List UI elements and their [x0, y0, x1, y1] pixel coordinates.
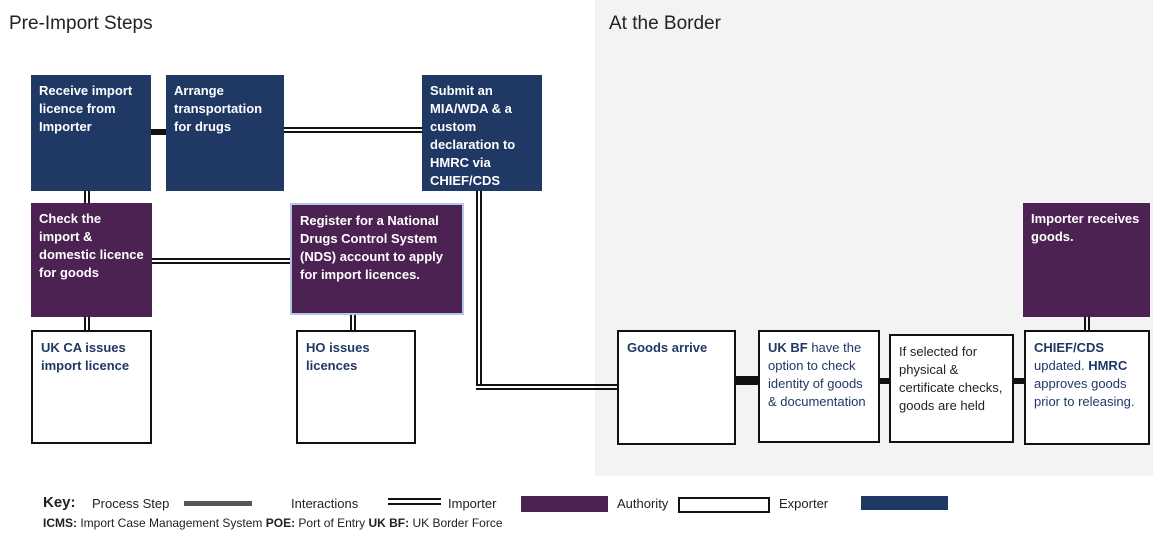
pre-import-heading: Pre-Import Steps [9, 13, 153, 34]
key-process-step: Process Step [92, 496, 170, 511]
interaction-check-register [152, 258, 290, 264]
node-ho-issues: HO issues licences [296, 330, 416, 444]
ukbf-rest: have the option to check identity of goo… [768, 340, 866, 409]
chief-bold-2: HMRC [1088, 358, 1128, 373]
interaction-submit-down [476, 190, 482, 386]
chief-bold-1: CHIEF/CDS [1034, 340, 1105, 355]
node-arrange-transport: Arrange transportation for drugs [166, 75, 284, 191]
key-importer: Importer [448, 496, 497, 511]
interaction-receives-chief [1084, 317, 1090, 330]
step-connector-ukbf-selected [880, 378, 889, 384]
node-chief-updated: CHIEF/CDS updated. HMRC approves goods p… [1024, 330, 1150, 445]
key-authority-swatch [678, 497, 770, 513]
step-connector-receive-arrange [151, 129, 166, 135]
key-process-swatch [184, 501, 252, 506]
node-register-nds: Register for a National Drugs Control Sy… [290, 203, 464, 315]
key-title: Key: [43, 494, 76, 511]
selected-text: If selected for physical & certificate c… [899, 344, 1003, 413]
interaction-arrange-submit [284, 127, 422, 133]
node-goods-arrive: Goods arrive [617, 330, 736, 445]
node-receive-licence: Receive import licence from Importer [31, 75, 151, 191]
abbreviations-line: ICMS: Import Case Management System POE:… [43, 516, 503, 530]
key-interactions: Interactions [291, 496, 359, 511]
ukbf-bold: UK BF [768, 340, 808, 355]
interaction-check-ukca [84, 317, 90, 330]
node-ukbf-option: UK BF have the option to check identity … [758, 330, 880, 443]
key-importer-swatch [521, 496, 608, 512]
interaction-register-ho [350, 315, 356, 330]
chief-rest-2: approves goods prior to releasing. [1034, 376, 1135, 409]
key-authority: Authority [617, 496, 669, 511]
key-exporter-swatch [861, 496, 948, 510]
step-connector-arrive-ukbf [736, 376, 758, 385]
step-connector-selected-chief [1014, 378, 1024, 384]
chief-rest-1: updated. [1034, 358, 1089, 373]
key-interactions-swatch [388, 498, 441, 505]
key-exporter: Exporter [779, 496, 829, 511]
node-check-licence: Check the import & domestic licence for … [31, 203, 152, 317]
node-importer-receives: Importer receives goods. [1023, 203, 1150, 317]
border-heading: At the Border [609, 13, 721, 34]
node-ukca-issues: UK CA issues import licence [31, 330, 152, 444]
interaction-receive-check [84, 191, 90, 203]
node-submit-declaration: Submit an MIA/WDA & a custom declaration… [422, 75, 542, 191]
interaction-submit-arrive [476, 384, 617, 390]
node-selected-checks: If selected for physical & certificate c… [889, 334, 1014, 443]
